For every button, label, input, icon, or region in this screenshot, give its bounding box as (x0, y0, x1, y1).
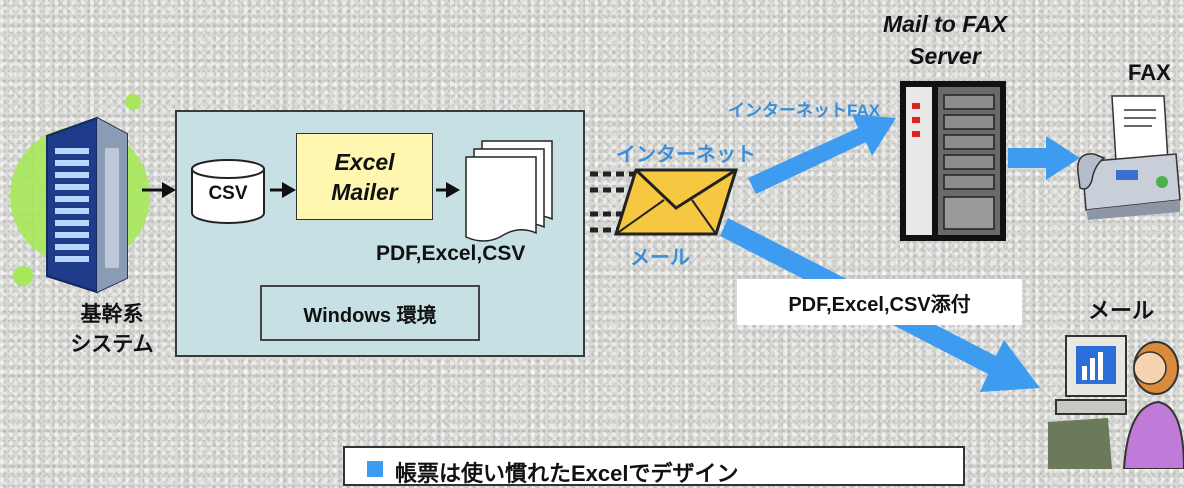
source-system-label: 基幹系 システム (70, 303, 154, 356)
note-box: 帳票は使い慣れたExcelでデザイン (343, 446, 965, 486)
note-text: 帳票は使い慣れたExcelでデザイン (395, 461, 739, 486)
internet-fax-label: インターネットFAX (728, 101, 881, 120)
source-server-icon (10, 94, 150, 294)
csv-label: CSV (208, 183, 248, 204)
fax-server-title: Mail to FAX Server (883, 11, 1007, 69)
envelope-icon (613, 168, 739, 236)
mail-user-icon (1048, 335, 1184, 469)
excel-mailer-line1: Excel (334, 148, 395, 175)
fax-server-icon (900, 81, 1006, 241)
flow-arrows (142, 182, 460, 198)
windows-environment-label: Windows 環境 (260, 285, 480, 341)
excel-mailer-box: Excel Mailer (296, 133, 433, 220)
output-formats-label: PDF,Excel,CSV (376, 242, 526, 265)
mail-transport-label: メール (630, 247, 690, 269)
internet-label: インターネット (616, 144, 756, 166)
fax-machine-icon (1077, 95, 1181, 220)
note-bullet-icon (367, 461, 383, 477)
excel-mailer-line2: Mailer (331, 178, 398, 205)
fax-label: FAX (1128, 60, 1171, 85)
mail-user-label: メール (1088, 298, 1155, 323)
documents-stack-icon (465, 140, 553, 242)
csv-database-icon (191, 159, 265, 224)
attachment-label: PDF,Excel,CSV添付 (737, 279, 1022, 325)
